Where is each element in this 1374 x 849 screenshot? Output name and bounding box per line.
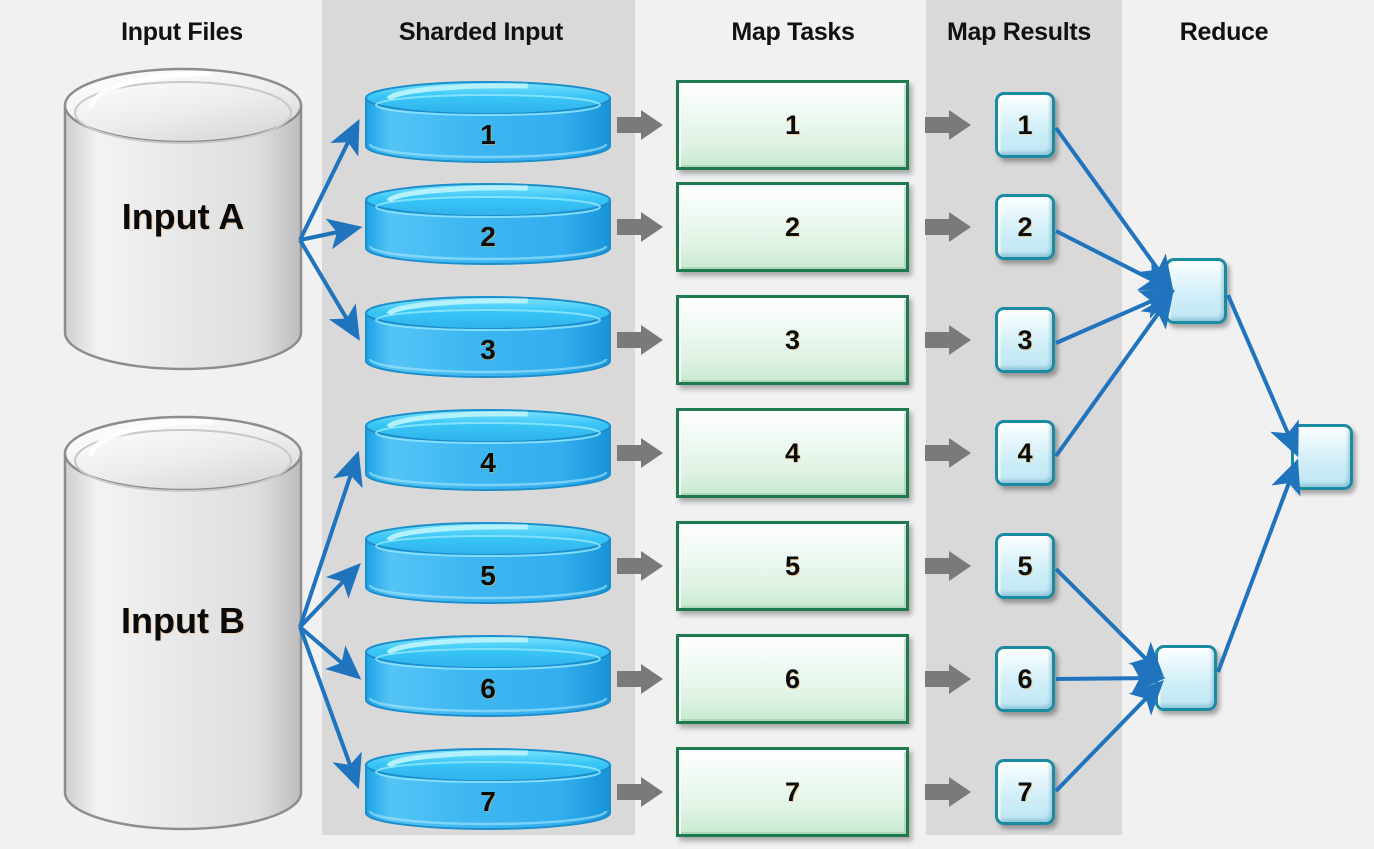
map-result-7[interactable]: 7 [995,759,1055,825]
cylinder-icon [365,296,611,378]
map-task-label: 4 [784,437,801,468]
shard-label: 1 [480,119,496,150]
shard-4[interactable]: 4 [364,407,612,495]
map-task-label: 6 [784,663,801,694]
map-task-label: 1 [784,109,801,140]
shard-2[interactable]: 2 [364,181,612,269]
map-task-3[interactable]: 3 [676,295,909,385]
map-result-1[interactable]: 1 [995,92,1055,158]
map-result-6[interactable]: 6 [995,646,1055,712]
map-result-2[interactable]: 2 [995,194,1055,260]
map-result-label: 4 [1017,437,1033,468]
cylinder-icon [365,748,611,830]
map-result-label: 3 [1017,324,1033,355]
shard-label: 4 [480,447,496,478]
shard-label: 7 [480,786,496,817]
map-result-label: 1 [1017,109,1033,140]
column-header-sharded-input: Sharded Input [398,18,564,46]
input-file-label: Input A [121,196,245,237]
reduce-node-final[interactable] [1291,424,1353,490]
shard-label: 3 [480,334,496,365]
map-result-label: 7 [1017,776,1033,807]
shard-6[interactable]: 6 [364,633,612,721]
map-task-label: 7 [784,776,801,807]
column-header-map-results: Map Results [947,18,1091,46]
reduce-node-2[interactable] [1155,645,1217,711]
shard-3[interactable]: 3 [364,294,612,382]
shard-1[interactable]: 1 [364,79,612,167]
map-task-label: 3 [784,324,801,355]
cylinder-icon [365,635,611,717]
database-cylinder-icon [63,67,303,371]
input-file-label: Input B [121,600,245,641]
map-task-5[interactable]: 5 [676,521,909,611]
map-result-label: 6 [1017,663,1033,694]
reduce-node-1[interactable] [1165,258,1227,324]
cylinder-icon [365,81,611,163]
map-task-label: 2 [784,211,801,242]
input-file-b[interactable]: Input B [62,414,304,834]
database-cylinder-icon [63,415,303,831]
map-task-6[interactable]: 6 [676,634,909,724]
shard-label: 6 [480,673,496,704]
input-file-a[interactable]: Input A [62,66,304,374]
map-result-label: 2 [1017,211,1033,242]
shard-7[interactable]: 7 [364,746,612,834]
column-header-reduce: Reduce [1179,18,1269,46]
cylinder-icon [365,183,611,265]
map-task-2[interactable]: 2 [676,182,909,272]
map-result-4[interactable]: 4 [995,420,1055,486]
map-task-7[interactable]: 7 [676,747,909,837]
map-task-1[interactable]: 1 [676,80,909,170]
shard-label: 5 [480,560,496,591]
map-result-label: 5 [1017,550,1033,581]
shard-label: 2 [480,221,496,252]
shard-5[interactable]: 5 [364,520,612,608]
column-header-input-files: Input Files [121,18,243,46]
map-result-3[interactable]: 3 [995,307,1055,373]
map-task-4[interactable]: 4 [676,408,909,498]
column-header-map-tasks: Map Tasks [731,18,855,46]
cylinder-icon [365,522,611,604]
map-task-label: 5 [784,550,801,581]
cylinder-icon [365,409,611,491]
map-result-5[interactable]: 5 [995,533,1055,599]
